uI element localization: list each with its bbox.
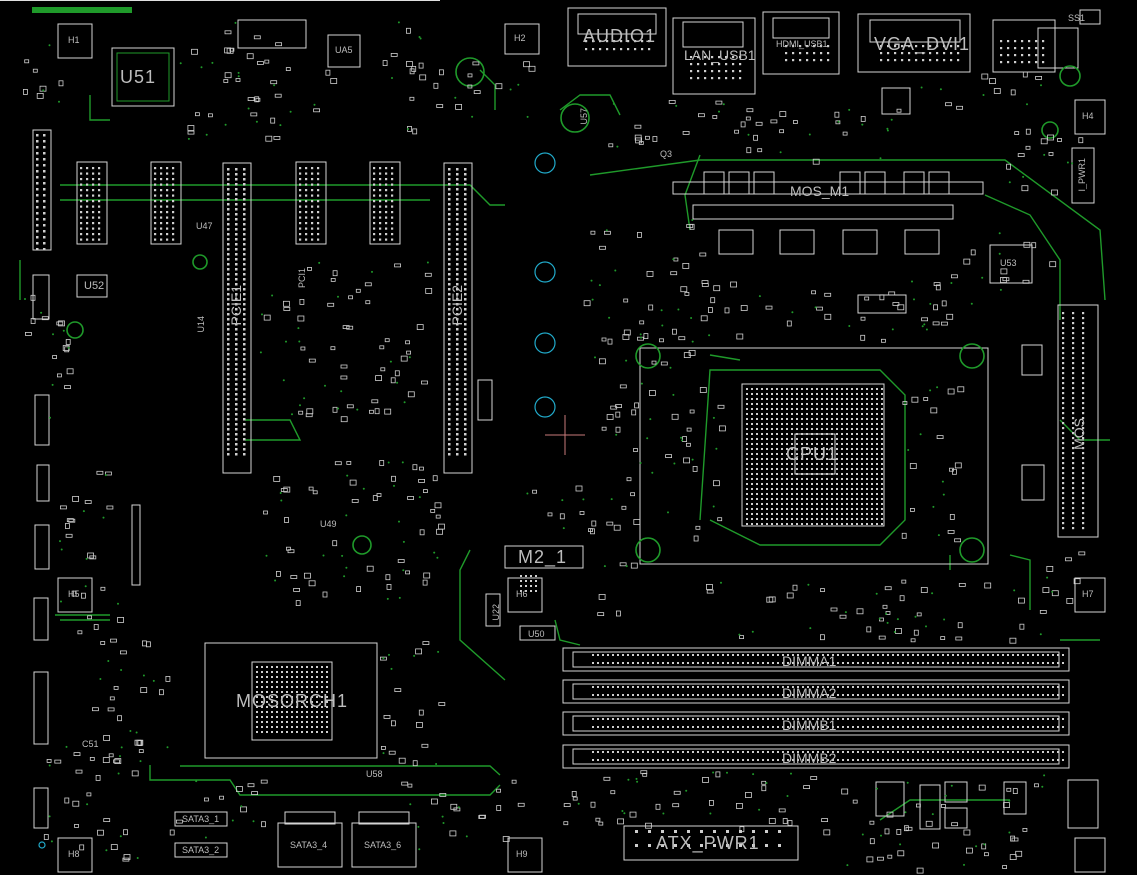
h4-label: H4 — [1082, 111, 1094, 121]
u49-label: U49 — [320, 519, 337, 529]
u14-label: U14 — [196, 316, 206, 333]
cpu-label: CPU1 — [786, 444, 839, 464]
dimm-a2-slot — [562, 679, 1070, 704]
ua5-chip — [327, 34, 361, 68]
u50-label: U50 — [528, 629, 545, 639]
sata6-label: SATA3_6 — [364, 840, 402, 850]
h8-label: H8 — [68, 849, 80, 859]
pcie1-label: PCIE1 — [228, 285, 244, 326]
smd-components — [22, 27, 1086, 874]
u47-label: U47 — [196, 221, 213, 231]
cpu-socket — [639, 347, 989, 565]
lan-usb-label: LAN_USB1 — [684, 47, 756, 63]
hdmi-usb-connector — [762, 11, 840, 75]
sata6-connector — [351, 822, 417, 868]
dimm-b2-slot — [562, 744, 1070, 769]
audio-label: AUDIO1 — [583, 26, 657, 46]
dimm-a1-slot — [562, 647, 1070, 672]
u22-label: U22 — [491, 604, 501, 621]
chipset-package — [204, 642, 378, 759]
u51-label: U51 — [120, 67, 157, 87]
atx-label: ATX_PWR1 — [656, 833, 760, 853]
u51-chip — [111, 47, 175, 107]
pcie2-slot — [443, 162, 473, 474]
sata1-label: SATA3_1 — [182, 814, 220, 824]
sata2-connector — [174, 842, 228, 858]
board-edge-strip — [32, 7, 132, 13]
sata1-connector — [174, 811, 228, 827]
h9-label: H9 — [516, 849, 528, 859]
q3-label: Q3 — [660, 149, 673, 159]
ua5-label: UA5 — [335, 45, 353, 55]
sata4-label: SATA3_4 — [290, 840, 328, 850]
pci1-label: PCI1 — [297, 268, 307, 289]
atx-power-connector — [623, 825, 799, 861]
u52-chip — [76, 274, 108, 298]
vga-dvi-label: VGA_DVI1 — [874, 34, 971, 54]
h6-label: H6 — [516, 589, 528, 599]
lan-usb-connector — [672, 17, 756, 95]
ss1-label: SS1 — [1068, 13, 1086, 23]
dimm-a1-label: DIMMA1 — [782, 653, 837, 669]
mos-top-label: MOS_M1 — [790, 183, 850, 199]
pcie2-label: PCIE2 — [449, 285, 465, 326]
via-dots — [24, 21, 1074, 867]
dimm-b1-label: DIMMB1 — [782, 717, 837, 733]
h1-label: H1 — [68, 35, 80, 45]
mounting-holes — [66, 57, 1081, 563]
u52-label: U52 — [84, 280, 105, 292]
h5-label: H5 — [68, 589, 80, 599]
dimm-b2-label: DIMMB2 — [782, 750, 837, 766]
m2-label: M2_1 — [518, 547, 568, 567]
pin-arrays — [36, 40, 1085, 847]
pcie1-slot — [222, 162, 252, 474]
sata2-label: SATA3_2 — [182, 845, 220, 855]
mos-right-label: MOS — [1071, 418, 1087, 450]
dimm-a2-label: DIMMA2 — [782, 685, 837, 701]
vga-dvi-connector — [857, 13, 971, 73]
u58-label: U58 — [366, 769, 383, 779]
u53-label: U53 — [1000, 258, 1017, 268]
h2-label: H2 — [514, 33, 526, 43]
dimm-b1-slot — [562, 711, 1070, 736]
audio-connector — [567, 7, 667, 67]
m2-slot — [504, 545, 584, 569]
capacitor-rings — [38, 152, 556, 849]
i-pwr1-label: I_PWR1 — [1077, 158, 1087, 192]
hdmi-usb-label: HDMI_USB1 — [776, 39, 828, 49]
mos-pch-label: MOSORCH1 — [236, 691, 349, 711]
silkscreen-outlines — [32, 7, 1106, 873]
sata4-connector — [277, 822, 343, 868]
u57-label: U57 — [579, 108, 589, 125]
c51-label: C51 — [82, 739, 99, 749]
h7-label: H7 — [1082, 589, 1094, 599]
